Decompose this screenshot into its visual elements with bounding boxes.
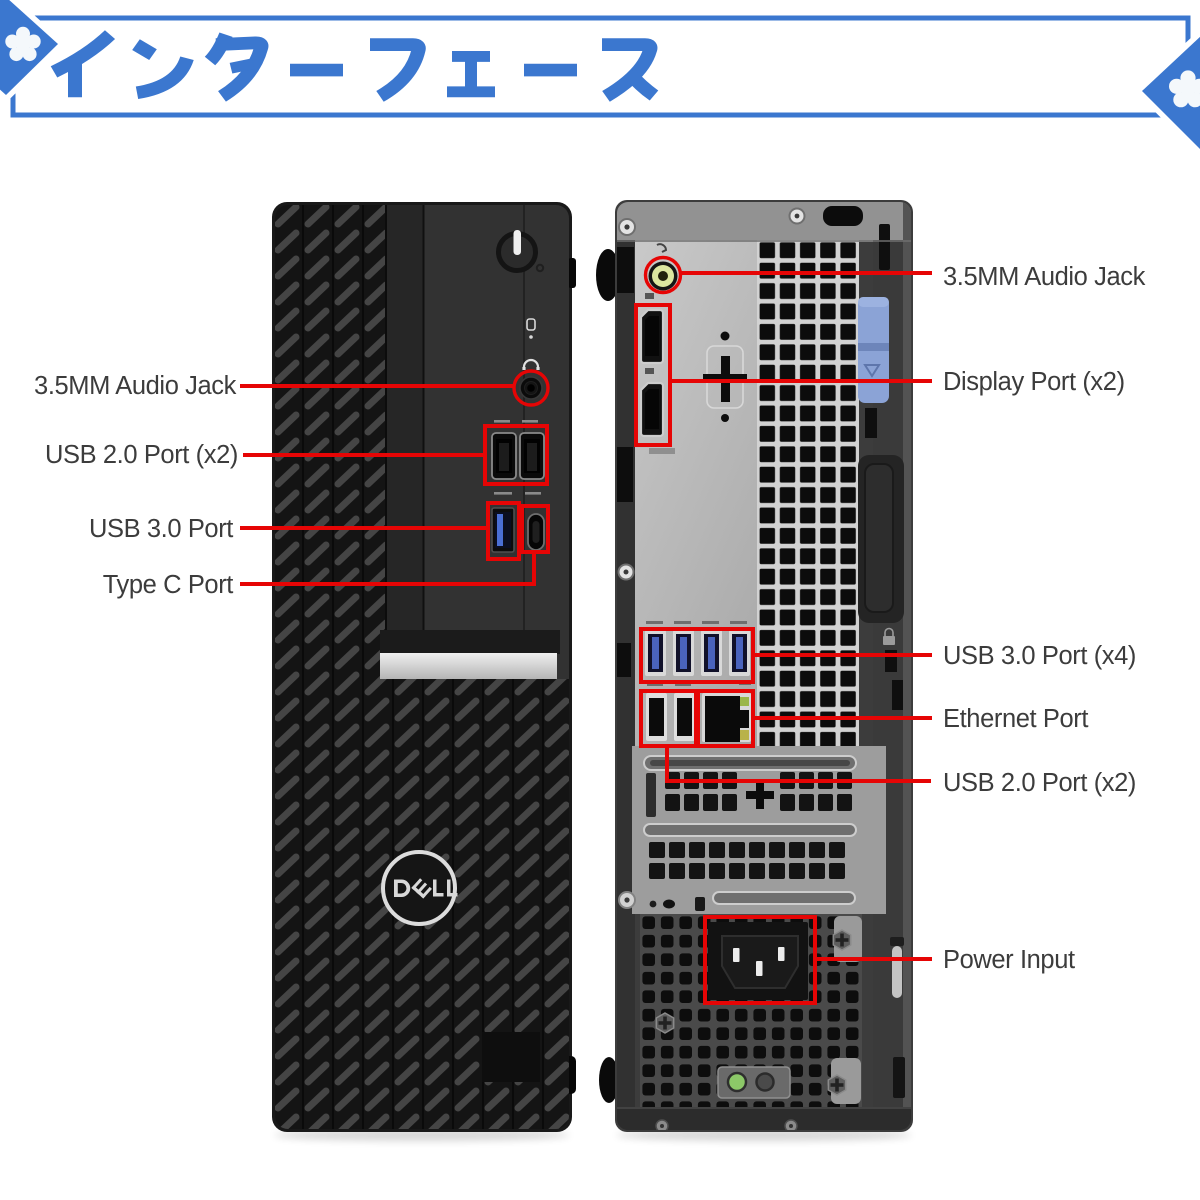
svg-text:Power Input: Power Input	[943, 946, 1075, 974]
svg-text:Display Port (x2): Display Port (x2)	[943, 368, 1125, 396]
svg-text:Type C Port: Type C Port	[103, 571, 234, 599]
svg-text:Ethernet Port: Ethernet Port	[943, 705, 1088, 733]
svg-text:USB 2.0 Port (x2): USB 2.0 Port (x2)	[943, 769, 1136, 797]
svg-text:3.5MM Audio Jack: 3.5MM Audio Jack	[943, 263, 1146, 291]
svg-text:3.5MM Audio Jack: 3.5MM Audio Jack	[34, 372, 237, 400]
svg-text:USB 3.0 Port: USB 3.0 Port	[89, 515, 233, 543]
svg-text:USB 2.0 Port (x2): USB 2.0 Port (x2)	[45, 441, 238, 469]
svg-text:USB 3.0 Port (x4): USB 3.0 Port (x4)	[943, 642, 1136, 670]
